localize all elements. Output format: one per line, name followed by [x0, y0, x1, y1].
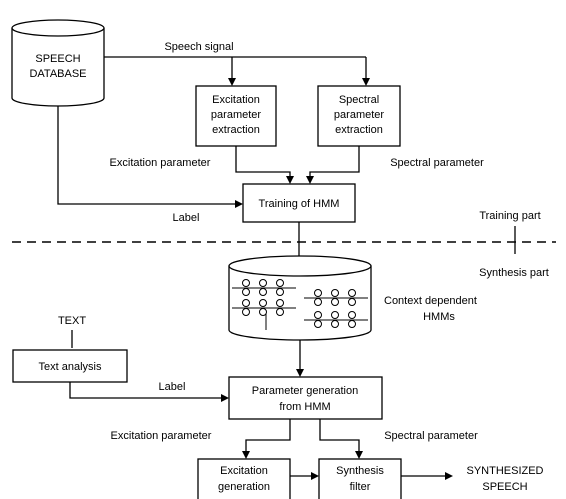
hmm-state-node [276, 279, 284, 287]
training-part-label: Training part [479, 210, 540, 222]
synthesis-filter-line2: filter [350, 481, 371, 493]
hmm-state-node [259, 308, 267, 316]
training-hmm-block: Training of HMM [242, 183, 356, 223]
hmm-state-node [331, 289, 339, 297]
hmm-state-node [314, 298, 322, 306]
training-hmm-label: Training of HMM [259, 198, 340, 210]
hmm-state-node [242, 308, 250, 316]
excitation-generation-block: Excitation generation [197, 458, 291, 499]
spectral-extraction-line3: extraction [335, 124, 383, 136]
label-top: Label [173, 212, 200, 224]
synthesized-speech-line1: SYNTHESIZED [466, 465, 543, 477]
spectral-parameter-top-label: Spectral parameter [390, 157, 484, 169]
spectral-extraction-block: Spectral parameter extraction [317, 85, 401, 147]
hmm-state-node [331, 298, 339, 306]
parameter-generation-block: Parameter generation from HMM [228, 376, 383, 420]
hmm-state-node [348, 311, 356, 319]
hmm-state-node [242, 279, 250, 287]
spectral-parameter-bottom-line [319, 419, 360, 452]
hmm-state-node [348, 298, 356, 306]
hmm-state-node [259, 279, 267, 287]
hmm-state-node [242, 288, 250, 296]
hmm-state-node [259, 288, 267, 296]
hmm-state-node [348, 289, 356, 297]
hmm-state-node [259, 299, 267, 307]
hmm-state-node [314, 289, 322, 297]
excitation-extraction-block: Excitation parameter extraction [195, 85, 277, 147]
hmm-state-node [276, 299, 284, 307]
text-analysis-label: Text analysis [39, 361, 102, 373]
context-hmm-cylinder [228, 255, 372, 341]
hmm-state-node [314, 320, 322, 328]
excitation-generation-line1: Excitation [220, 465, 268, 477]
parameter-generation-line2: from HMM [279, 401, 330, 413]
spectral-parameter-bottom-label: Spectral parameter [384, 430, 478, 442]
synthesis-filter-line1: Synthesis [336, 465, 384, 477]
excitation-parameter-top-label: Excitation parameter [110, 157, 211, 169]
spectral-extraction-line1: Spectral [339, 94, 379, 106]
excitation-extraction-line2: parameter [211, 109, 261, 121]
hmm-state-node [276, 288, 284, 296]
text-analysis-block: Text analysis [12, 349, 128, 383]
spectral-extraction-line2: parameter [334, 109, 384, 121]
speech-database-label-line2: DATABASE [29, 68, 86, 80]
excitation-generation-line2: generation [218, 481, 270, 493]
speech-database-label-line1: SPEECH [35, 53, 80, 65]
excitation-parameter-line [235, 146, 291, 178]
context-hmms-line2: HMMs [423, 311, 455, 323]
spectral-parameter-line [309, 146, 360, 178]
speech-signal-label: Speech signal [164, 41, 233, 53]
hmm-state-node [276, 308, 284, 316]
synthesized-speech-line2: SPEECH [482, 481, 527, 493]
hmm-state-chains [232, 279, 368, 330]
hmm-state-node [314, 311, 322, 319]
synthesis-filter-block: Synthesis filter [318, 458, 402, 499]
speech-database-cylinder: SPEECH DATABASE [11, 19, 105, 107]
hmm-state-node [331, 320, 339, 328]
hmm-state-node [348, 320, 356, 328]
label-bottom: Label [159, 381, 186, 393]
label-line-top [57, 106, 236, 205]
hmm-state-node [331, 311, 339, 319]
context-hmms-line1: Context dependent [384, 295, 477, 307]
text-input-label: TEXT [58, 315, 86, 327]
excitation-extraction-line1: Excitation [212, 94, 260, 106]
synthesis-part-label: Synthesis part [479, 267, 549, 279]
excitation-parameter-bottom-line [245, 419, 291, 452]
label-line-bottom [69, 382, 222, 399]
hmm-state-node [242, 299, 250, 307]
excitation-parameter-bottom-label: Excitation parameter [111, 430, 212, 442]
parameter-generation-line1: Parameter generation [252, 385, 358, 397]
excitation-extraction-line3: extraction [212, 124, 260, 136]
